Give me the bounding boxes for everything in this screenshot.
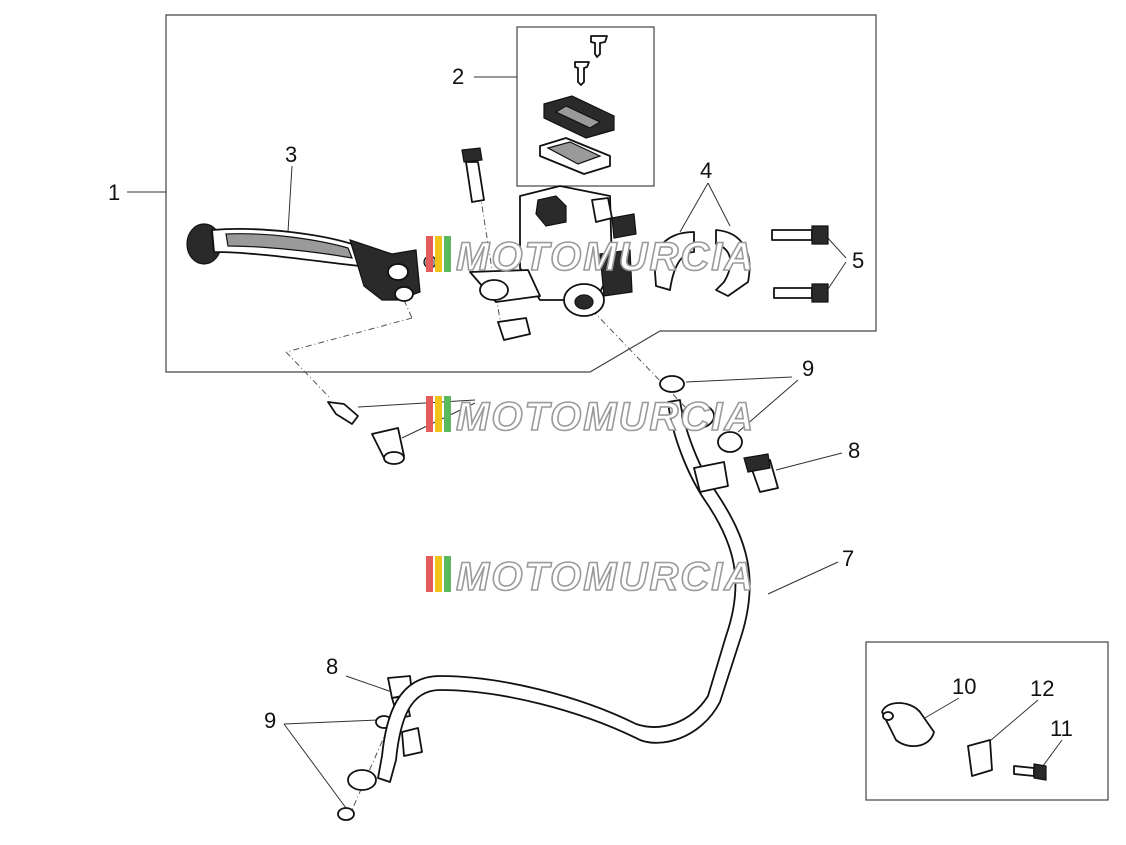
pivot-bolt [461, 147, 485, 203]
assembly-axis-lines [285, 167, 689, 811]
callout-9-bottom: 9 [264, 708, 276, 733]
watermark-text-1: MOTOMURCIA [456, 235, 755, 279]
clamp-screws [771, 225, 829, 303]
watermark-text-3: MOTOMURCIA [456, 555, 755, 599]
leader-lines [127, 76, 1063, 809]
callout-1: 1 [108, 180, 120, 205]
handlebar-clamp [653, 229, 751, 297]
callout-5: 5 [852, 248, 864, 273]
reservoir-cap-assembly [539, 35, 615, 175]
watermark-text-2: MOTOMURCIA [456, 395, 755, 439]
callout-10: 10 [952, 674, 976, 699]
callout-12: 12 [1030, 676, 1054, 701]
assembly-frame-1 [165, 14, 877, 373]
callout-4: 4 [700, 158, 712, 183]
callout-7: 7 [842, 546, 854, 571]
watermark: MOTOMURCIA MOTOMURCIA MOTOMURCIA [426, 234, 755, 600]
callout-9-top: 9 [802, 356, 814, 381]
callout-3: 3 [285, 142, 297, 167]
cable-clamp-kit [881, 702, 1047, 781]
callout-8-top: 8 [848, 438, 860, 463]
master-cylinder-body [469, 185, 637, 341]
clutch-hose [347, 399, 751, 791]
clutch-lever [186, 223, 437, 302]
callout-8-bottom: 8 [326, 654, 338, 679]
callout-11: 11 [1050, 716, 1073, 741]
reservoir-cap-frame-2 [516, 26, 655, 187]
pushrod-parts [327, 401, 405, 465]
callout-numbers: 1 2 3 4 5 7 8 8 9 9 10 11 12 [108, 64, 1073, 741]
callout-2: 2 [452, 64, 464, 89]
clamp-kit-frame [865, 641, 1109, 801]
